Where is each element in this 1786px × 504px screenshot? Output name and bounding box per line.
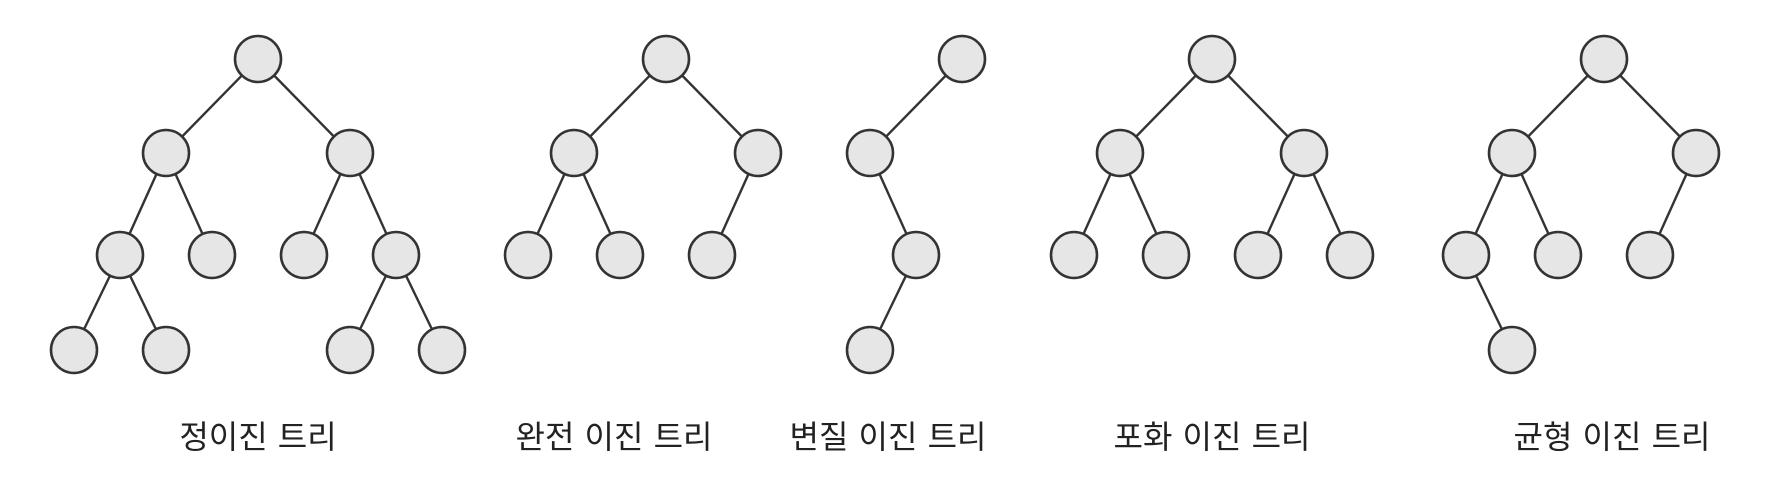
tree-label-perfect: 포화 이진 트리 <box>1114 418 1311 456</box>
tree-balanced-node-1 <box>1487 128 1537 178</box>
tree-complete: 완전 이진 트리 <box>503 34 783 456</box>
tree-balanced-node-5 <box>1625 230 1675 280</box>
tree-full-edges <box>72 58 444 351</box>
tree-degenerate-node-3 <box>845 325 895 375</box>
tree-full-node-6 <box>371 230 421 280</box>
tree-complete-node-3 <box>503 230 553 280</box>
tree-full-nodes <box>49 34 467 375</box>
tree-full-node-8 <box>141 325 191 375</box>
tree-full-node-1 <box>141 128 191 178</box>
tree-complete-node-5 <box>687 230 737 280</box>
tree-balanced: 균형 이진 트리 <box>1441 34 1721 456</box>
tree-complete-node-0 <box>641 34 691 84</box>
tree-balanced-node-2 <box>1671 128 1721 178</box>
tree-perfect-nodes <box>1049 34 1375 280</box>
tree-label-full: 정이진 트리 <box>179 418 336 456</box>
tree-perfect-node-6 <box>1325 230 1375 280</box>
tree-balanced-edges <box>1464 58 1698 351</box>
tree-degenerate-node-2 <box>891 230 941 280</box>
tree-full-node-7 <box>49 325 99 375</box>
tree-label-complete: 완전 이진 트리 <box>516 418 713 456</box>
tree-balanced-node-0 <box>1579 34 1629 84</box>
tree-perfect-node-4 <box>1141 230 1191 280</box>
tree-perfect-node-0 <box>1187 34 1237 84</box>
tree-perfect-node-3 <box>1049 230 1099 280</box>
tree-perfect: 포화 이진 트리 <box>1049 34 1375 456</box>
tree-full-node-9 <box>325 325 375 375</box>
tree-full-node-4 <box>187 230 237 280</box>
tree-full-node-3 <box>95 230 145 280</box>
tree-perfect-node-2 <box>1279 128 1329 178</box>
tree-full-node-2 <box>325 128 375 178</box>
tree-degenerate-node-1 <box>845 128 895 178</box>
tree-full-node-10 <box>417 325 467 375</box>
tree-full-node-5 <box>279 230 329 280</box>
tree-perfect-node-5 <box>1233 230 1283 280</box>
tree-balanced-node-6 <box>1487 325 1537 375</box>
tree-full: 정이진 트리 <box>49 34 467 456</box>
tree-degenerate-nodes <box>845 34 987 375</box>
tree-complete-node-2 <box>733 128 783 178</box>
tree-degenerate-edges <box>868 58 963 351</box>
tree-balanced-nodes <box>1441 34 1721 375</box>
tree-label-balanced: 균형 이진 트리 <box>1514 418 1711 456</box>
tree-full-node-0 <box>233 34 283 84</box>
tree-degenerate-node-0 <box>937 34 987 84</box>
tree-balanced-node-4 <box>1533 230 1583 280</box>
tree-balanced-node-3 <box>1441 230 1491 280</box>
tree-complete-nodes <box>503 34 783 280</box>
tree-degenerate: 변질 이진 트리 <box>790 34 987 456</box>
tree-label-degenerate: 변질 이진 트리 <box>790 418 987 456</box>
tree-complete-node-4 <box>595 230 645 280</box>
tree-complete-node-1 <box>549 128 599 178</box>
tree-perfect-node-1 <box>1095 128 1145 178</box>
